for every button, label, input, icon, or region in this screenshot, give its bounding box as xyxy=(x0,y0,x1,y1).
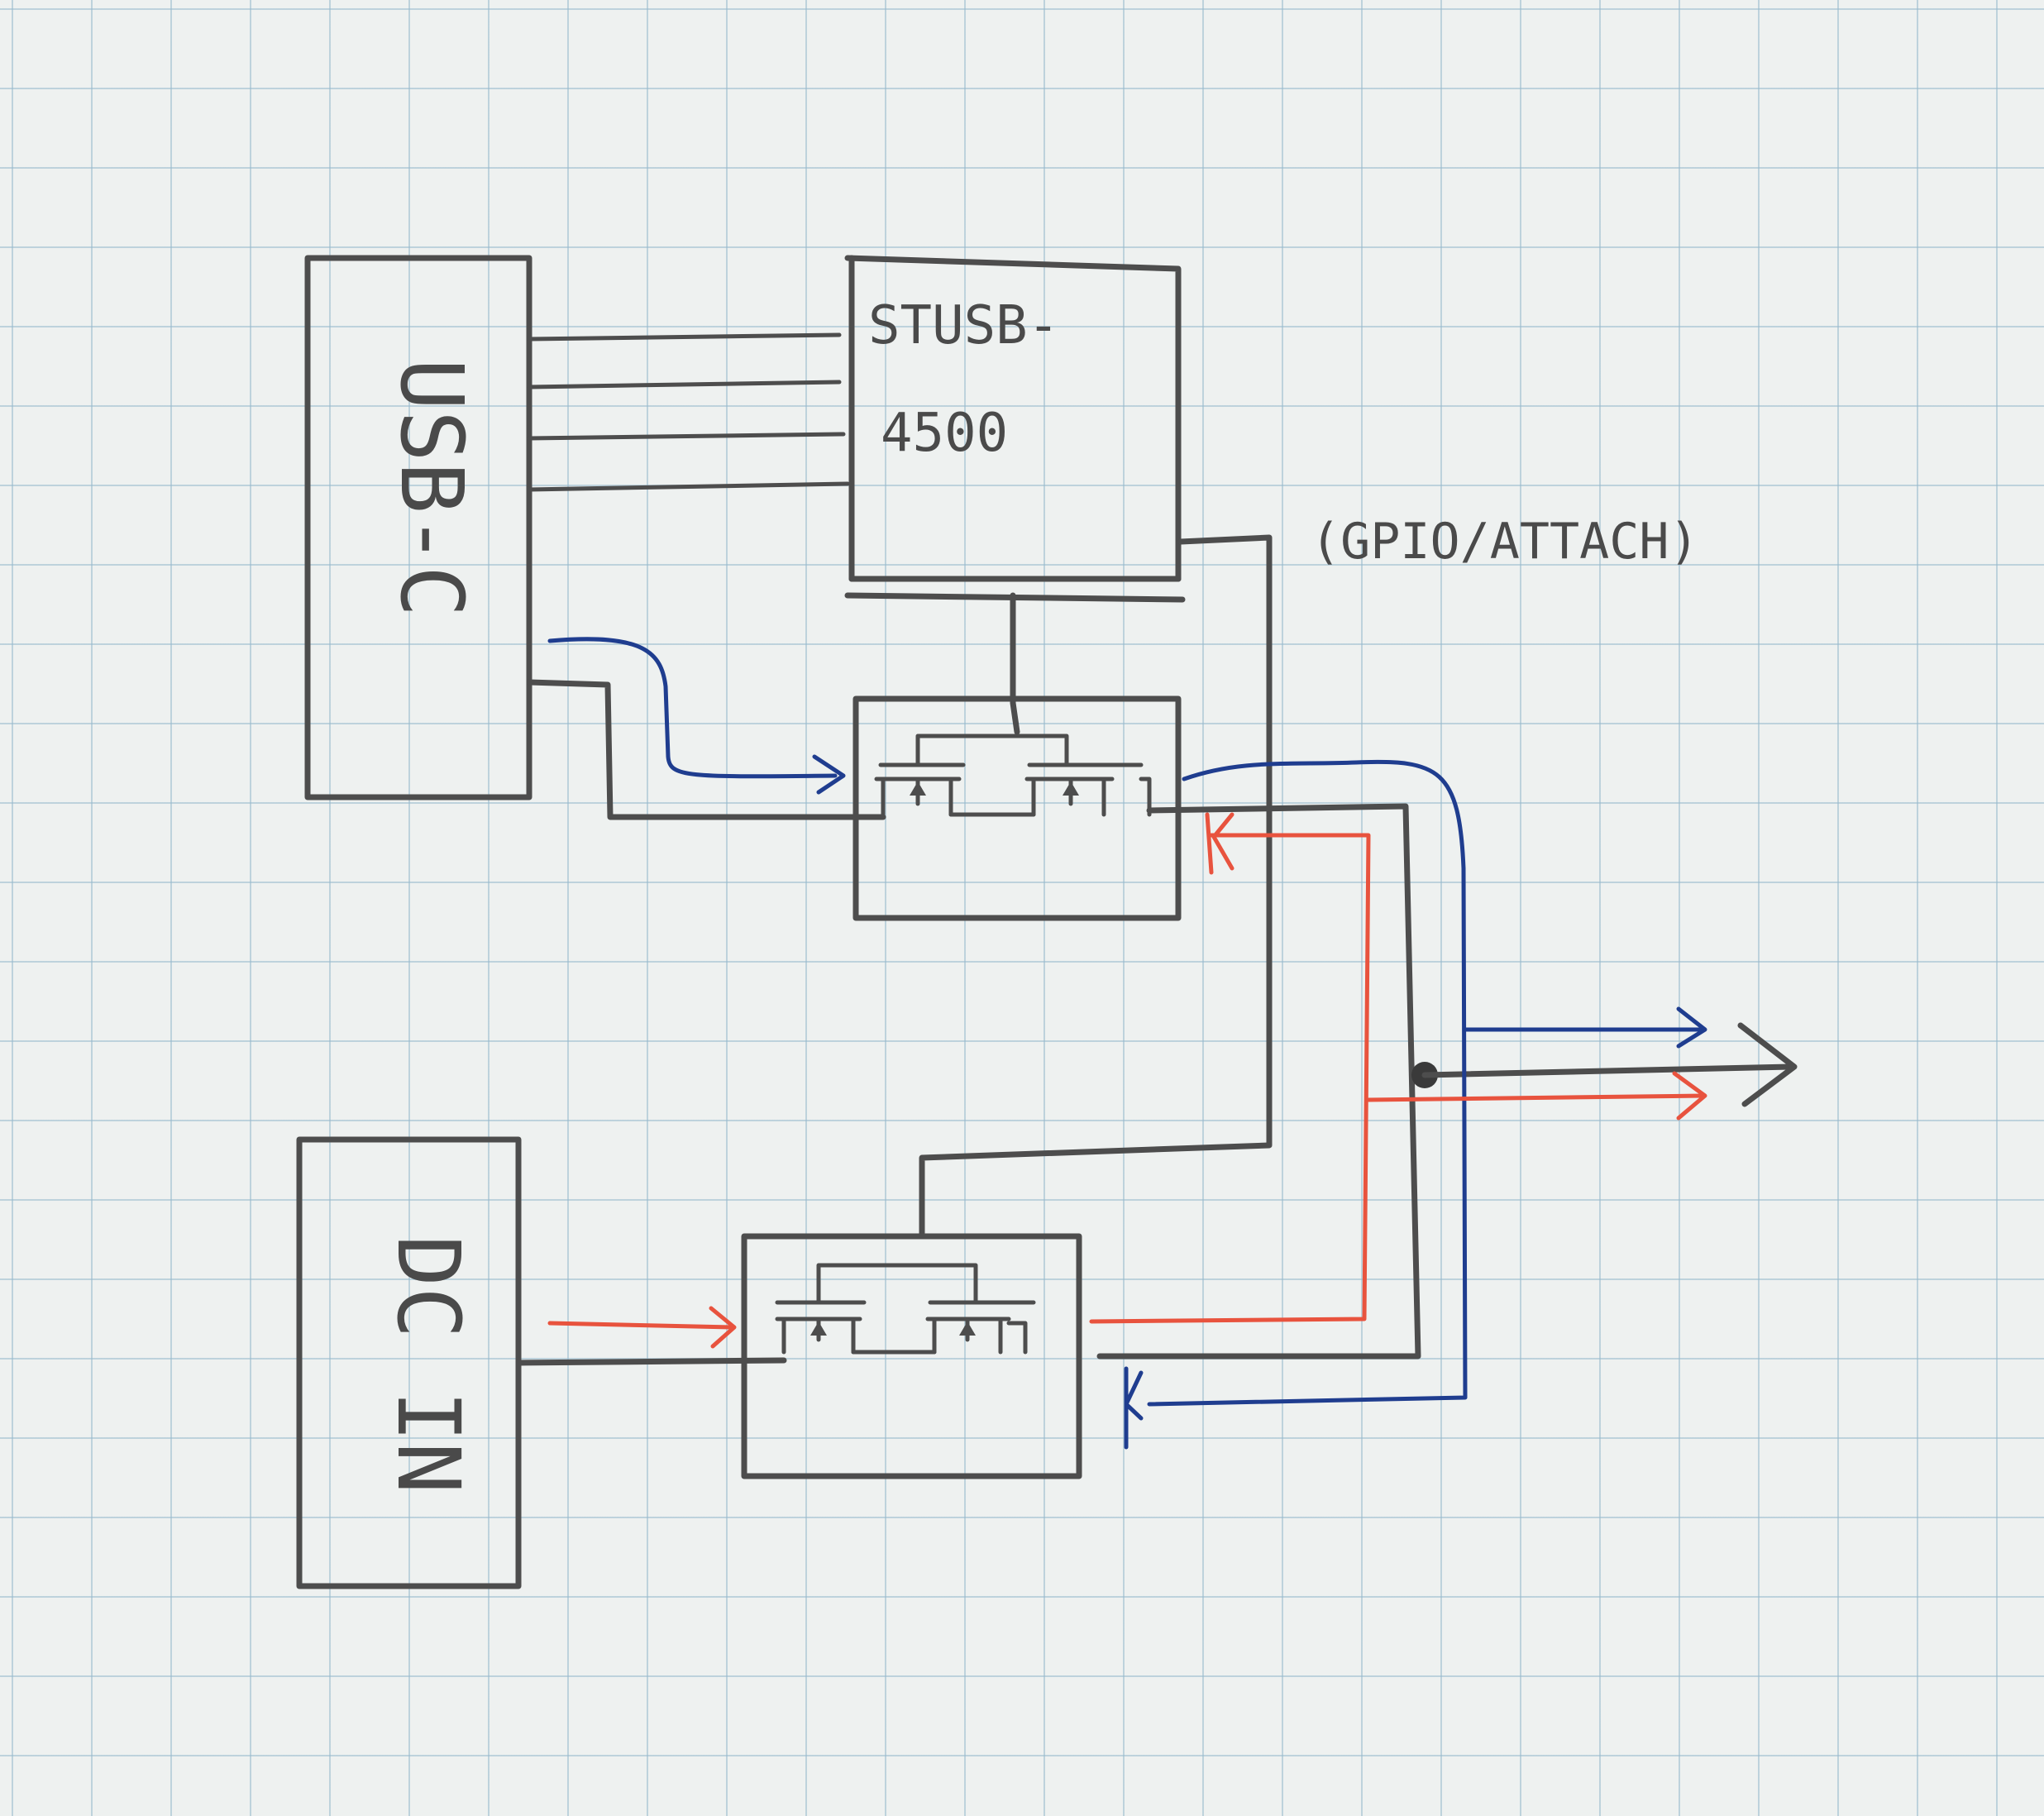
dc-mosfet-switch xyxy=(741,1233,1082,1479)
usb-c-label: USB-C xyxy=(381,358,482,617)
usb-switch-output-wire xyxy=(1096,803,1421,1360)
gpio-attach-wire: (GPIO/ATTACH) xyxy=(919,513,1699,1240)
stusb-label-line1: STUSB- xyxy=(868,295,1059,356)
usb-vbus-wire xyxy=(526,679,886,820)
usb-flow-arrowhead-in xyxy=(812,754,846,795)
output-arrow-head xyxy=(1737,1022,1798,1107)
usb-mosfet-switch xyxy=(852,695,1182,921)
stusb-gate-wire xyxy=(1010,592,1020,735)
stusb4500-block: STUSB- 4500 xyxy=(844,255,1186,603)
dc-flow-arrowhead-in xyxy=(709,1306,737,1349)
blue-return-arrowhead xyxy=(1124,1370,1144,1421)
usb-c-block: USB-C xyxy=(304,255,532,800)
usb-mosfet-symbol xyxy=(874,734,1152,817)
usb-current-flow-path xyxy=(547,637,1707,1450)
blue-output-arrowhead xyxy=(1676,1006,1707,1049)
output-node xyxy=(1411,1022,1798,1107)
dc-current-flow-path xyxy=(547,812,1707,1349)
usb-signal-bus xyxy=(527,332,850,492)
dc-mosfet-symbol xyxy=(775,1263,1036,1355)
dc-in-block: DC IN xyxy=(296,1136,522,1589)
gpio-attach-label: (GPIO/ATTACH) xyxy=(1311,513,1699,571)
dc-in-label: DC IN xyxy=(378,1235,479,1493)
stusb-label-line2: 4500 xyxy=(881,403,1008,464)
red-output-arrowhead xyxy=(1672,1071,1707,1121)
dc-supply-wire xyxy=(515,1357,787,1366)
red-return-arrowhead xyxy=(1211,812,1235,871)
